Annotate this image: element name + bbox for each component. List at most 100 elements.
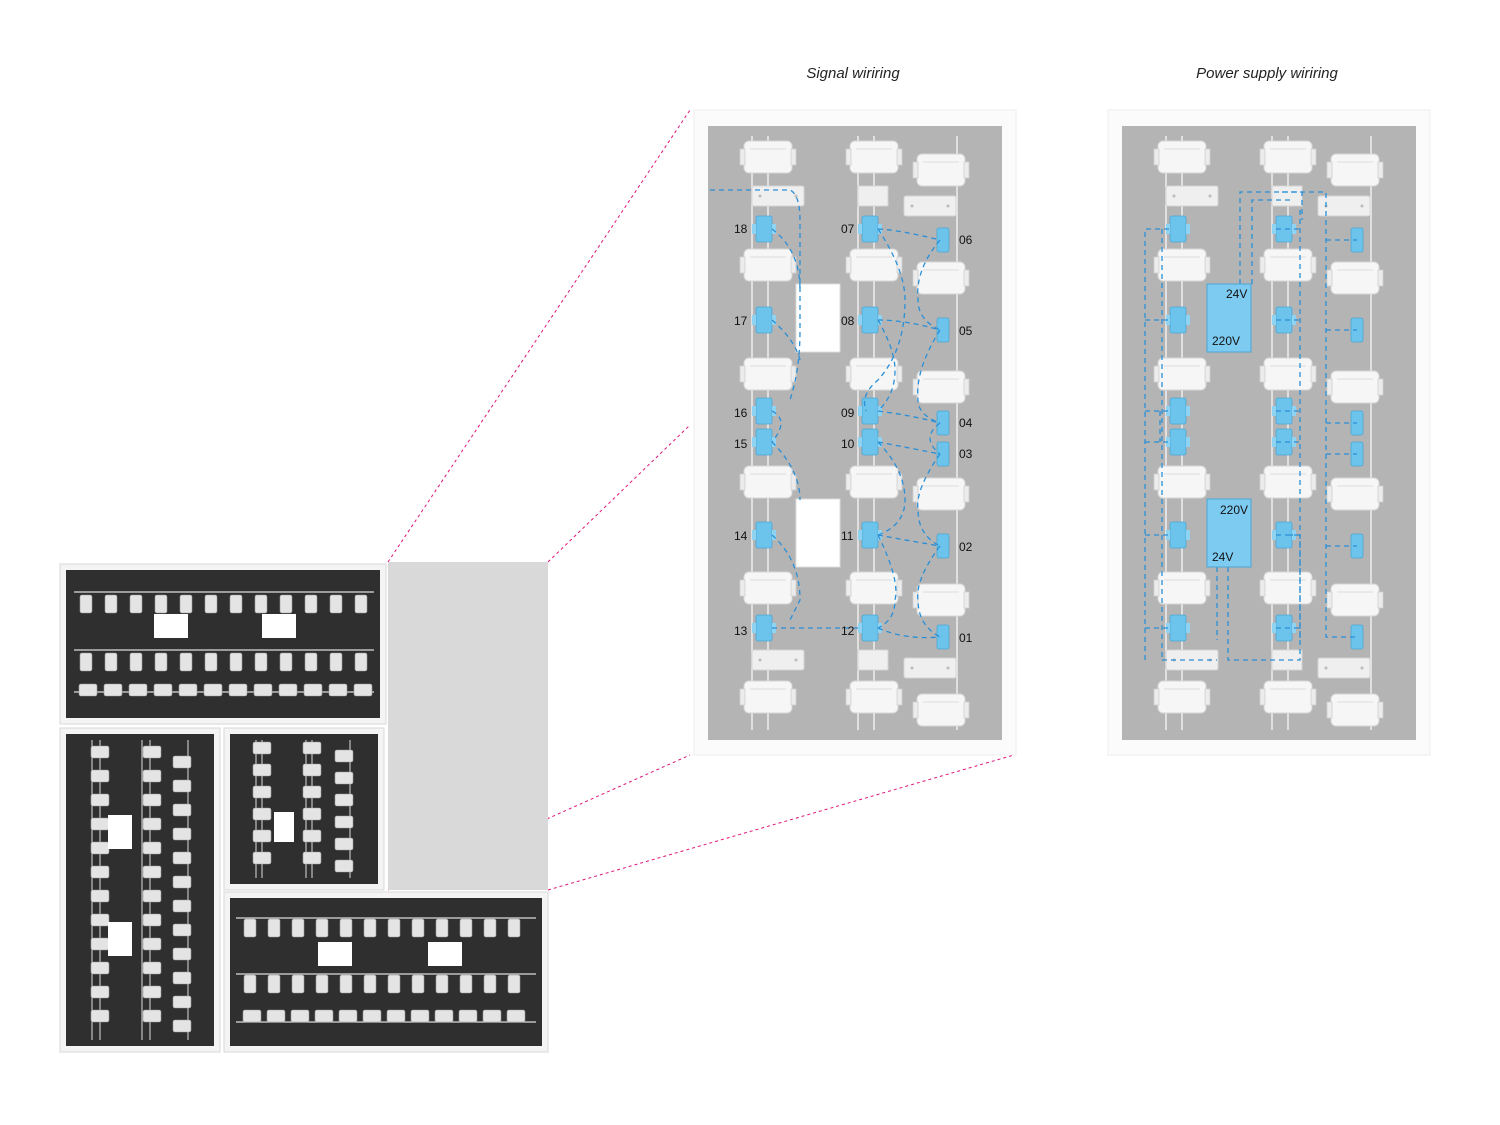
power-wire (1282, 191, 1357, 638)
mini-component (179, 652, 193, 672)
mounting-plate (1165, 185, 1219, 207)
mini-component (243, 974, 257, 994)
mini-component (434, 1009, 454, 1023)
mini-component (387, 974, 401, 994)
relay-component (1326, 370, 1384, 404)
signal-wire (917, 239, 941, 331)
mini-component (363, 918, 377, 938)
psu-top: 24V 220V (1206, 283, 1252, 353)
mini-component (154, 594, 168, 614)
mini-component (142, 913, 162, 927)
relay-component (1326, 261, 1384, 295)
mini-component (142, 985, 162, 999)
mini-component (142, 793, 162, 807)
wire-label-18: 18 (734, 222, 748, 236)
mini-component (354, 652, 368, 672)
mini-component (172, 995, 192, 1009)
mini-component (153, 683, 173, 697)
mini-component (458, 1009, 478, 1023)
mini-component (304, 652, 318, 672)
mini-component (328, 683, 348, 697)
signal-wire (771, 319, 801, 361)
psu-bottom-220v: 220V (1220, 503, 1248, 517)
mini-module (274, 812, 294, 842)
terminal-block (857, 185, 889, 207)
wire-label-13: 13 (734, 624, 748, 638)
mini-component (103, 683, 123, 697)
relay-component (1259, 680, 1317, 714)
signal-connector (936, 533, 950, 559)
mini-component (172, 779, 192, 793)
mini-module (108, 922, 132, 956)
mini-component (339, 918, 353, 938)
mini-component (142, 769, 162, 783)
mini-component (302, 807, 322, 821)
mini-component (483, 974, 497, 994)
signal-connector (936, 410, 950, 436)
mini-component (353, 683, 373, 697)
mini-component (329, 594, 343, 614)
mini-module (262, 614, 296, 638)
terminal-block (1271, 185, 1303, 207)
mini-component (142, 937, 162, 951)
mini-component (142, 841, 162, 855)
relay-component (1259, 465, 1317, 499)
mini-component (229, 652, 243, 672)
relay-component (912, 583, 970, 617)
wire-label-07: 07 (841, 222, 855, 236)
mini-component (104, 652, 118, 672)
mini-component (172, 923, 192, 937)
relay-component (1326, 693, 1384, 727)
relay-component (912, 693, 970, 727)
mini-component (90, 865, 110, 879)
mini-component (267, 918, 281, 938)
mini-component (172, 899, 192, 913)
mini-component (172, 827, 192, 841)
mini-component (90, 937, 110, 951)
mini-component (339, 974, 353, 994)
mini-module (108, 815, 132, 849)
mini-component (154, 652, 168, 672)
relay-component (845, 571, 903, 605)
relay-component (739, 140, 797, 174)
overview-panels (59, 563, 549, 1053)
mini-component (334, 859, 354, 873)
mini-component (204, 652, 218, 672)
mini-component (507, 974, 521, 994)
mini-module (318, 942, 352, 966)
mini-component (314, 1009, 334, 1023)
mini-component (278, 683, 298, 697)
mini-component (315, 974, 329, 994)
mini-component (279, 652, 293, 672)
mini-component (334, 837, 354, 851)
wire-label-09: 09 (841, 406, 855, 420)
mini-component (329, 652, 343, 672)
signal-wire (877, 319, 896, 412)
power-wire (1251, 199, 1290, 284)
mini-component (242, 1009, 262, 1023)
wire-label-16: 16 (734, 406, 748, 420)
mini-component (78, 683, 98, 697)
wire-label-10: 10 (841, 437, 855, 451)
signal-wire (877, 627, 941, 639)
controller-module (795, 498, 841, 568)
relay-component (1259, 571, 1317, 605)
relay-component (845, 248, 903, 282)
mini-component (253, 683, 273, 697)
wire-label-11: 11 (841, 529, 854, 543)
signal-connector (936, 441, 950, 467)
mini-component (142, 961, 162, 975)
psu-top-24v: 24V (1226, 287, 1247, 301)
mini-component (90, 1009, 110, 1023)
wire-label-01: 01 (959, 631, 973, 645)
mini-component (252, 851, 272, 865)
mini-component (254, 594, 268, 614)
mini-component (334, 815, 354, 829)
mini-component (90, 793, 110, 807)
mini-component (178, 683, 198, 697)
signal-wire (877, 441, 941, 455)
mini-component (315, 918, 329, 938)
relay-component (1259, 248, 1317, 282)
